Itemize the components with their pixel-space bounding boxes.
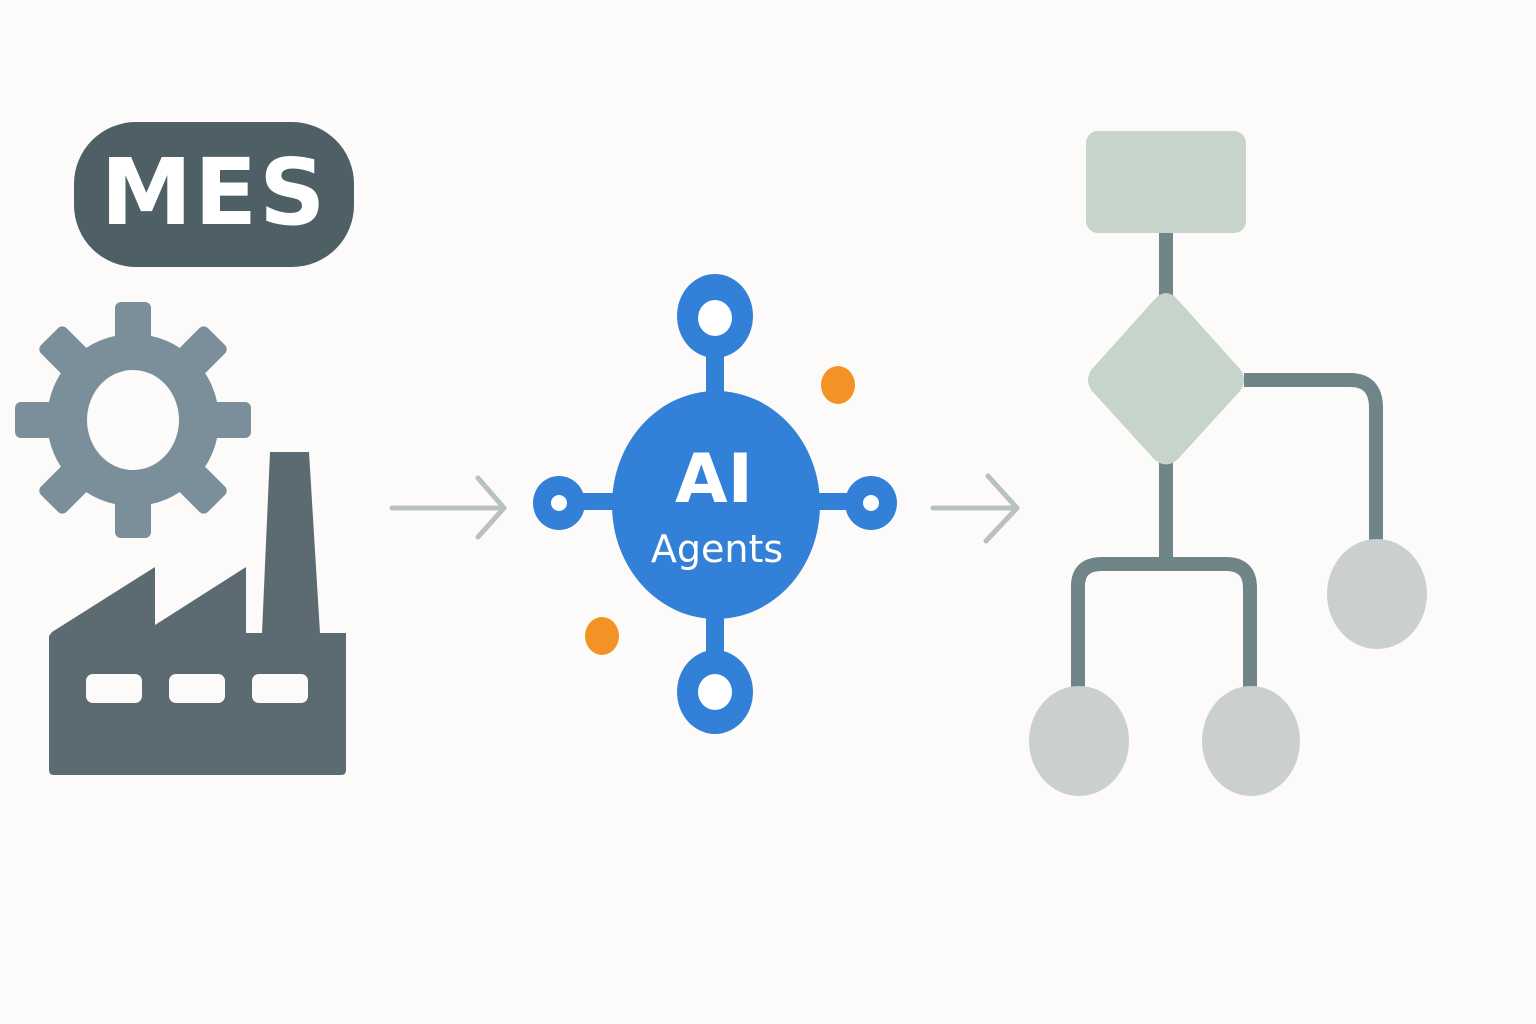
arrow-right-icon xyxy=(930,473,1020,544)
mes-label: MES xyxy=(101,139,328,246)
factory-window xyxy=(252,674,308,703)
flowchart-end-node xyxy=(1029,686,1129,796)
ai-label: AI xyxy=(675,440,753,519)
mes-badge: MES xyxy=(74,122,354,267)
network-node-icon xyxy=(533,476,585,530)
flowchart-process-box xyxy=(1086,131,1246,233)
mes-badge-background xyxy=(74,122,354,267)
agents-label: Agents xyxy=(651,527,783,571)
accent-dot xyxy=(821,366,855,404)
arrow-right-icon xyxy=(389,475,507,540)
network-node-icon xyxy=(677,650,753,734)
flowchart-end-node xyxy=(1327,539,1427,649)
network-node-icon xyxy=(677,274,753,358)
factory-window xyxy=(169,674,225,703)
flowchart-icon xyxy=(1029,131,1427,796)
gear-icon xyxy=(15,302,251,538)
flowchart-decision-diamond xyxy=(1088,293,1244,465)
ai-hub-circle xyxy=(612,391,820,619)
network-node-icon xyxy=(845,476,897,530)
factory-window xyxy=(86,674,142,703)
ai-agents-hub: AI Agents xyxy=(533,274,897,734)
accent-dot xyxy=(585,617,619,655)
flowchart-end-node xyxy=(1202,686,1300,796)
factory-icon xyxy=(49,452,346,775)
